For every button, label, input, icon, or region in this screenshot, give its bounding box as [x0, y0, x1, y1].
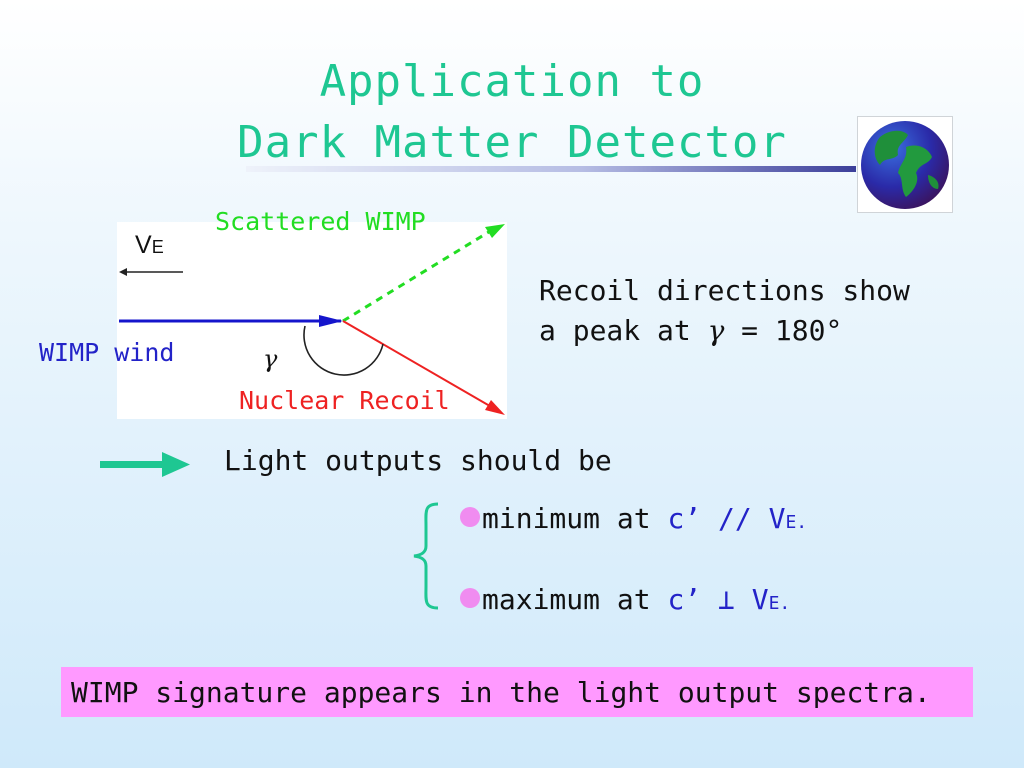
bullet-maximum: maximum at c’ ⊥ VE. [460, 583, 790, 616]
recoil-gamma: γ [707, 314, 725, 347]
earth-globe-icon [857, 116, 953, 213]
recoil-text-prefix: a peak at [539, 314, 708, 347]
recoil-text-suffix: = 180° [724, 314, 843, 347]
light-outputs-text: Light outputs should be [224, 444, 612, 477]
title-line-2: Dark Matter Detector [237, 117, 787, 168]
left-curly-brace-icon [410, 502, 442, 614]
bullet-minimum: minimum at c’ // VE. [460, 502, 807, 535]
right-arrow-icon [100, 450, 192, 484]
title-line-1: Application to [319, 56, 705, 107]
wimp-signature-box: WIMP signature appears in the light outp… [61, 667, 973, 717]
bullet-dot [460, 507, 480, 527]
bullet-dot [460, 588, 480, 608]
bullet-maximum-sub: E. [768, 593, 791, 614]
wimp-wind-label: WIMP wind [39, 338, 175, 367]
recoil-text-line-1: Recoil directions show [539, 274, 910, 307]
bullet-minimum-symbol: c’ // V [667, 502, 786, 535]
recoil-text-line-2: a peak at γ = 180° [539, 314, 842, 347]
nuclear-recoil-arrow [342, 320, 496, 410]
scattered-wimp-label: Scattered WIMP [215, 207, 426, 236]
ve-label: VE [135, 231, 164, 260]
bullet-maximum-label: maximum at [482, 583, 668, 616]
scattering-diagram [117, 222, 507, 419]
bullet-maximum-symbol: c’ ⊥ V [667, 583, 769, 616]
ve-label-sub: E [151, 237, 164, 257]
bullet-minimum-sub: E. [785, 512, 808, 533]
ve-label-main: V [135, 231, 152, 259]
gamma-label: γ [263, 345, 278, 373]
title-underline [246, 166, 856, 172]
bullet-minimum-label: minimum at [482, 502, 668, 535]
scattered-wimp-arrow [342, 228, 493, 323]
nuclear-recoil-label: Nuclear Recoil [239, 386, 450, 415]
gamma-angle-arc [303, 325, 384, 376]
